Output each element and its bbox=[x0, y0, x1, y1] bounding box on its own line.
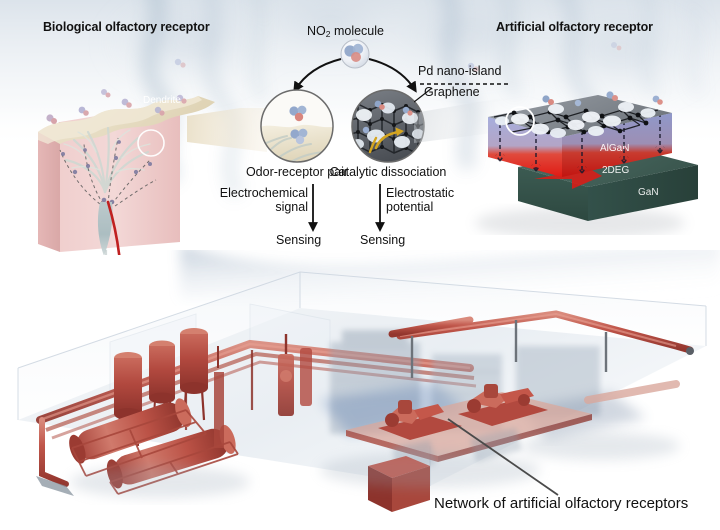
left-sensing-label: Sensing bbox=[276, 233, 322, 247]
magnifier-wedge-left bbox=[187, 108, 267, 152]
artificial-panel-title: Artificial olfactory receptor bbox=[496, 20, 653, 34]
pathway-arrows bbox=[308, 184, 385, 232]
callout-leader-lines bbox=[414, 83, 510, 103]
no2-label-suffix: molecule bbox=[330, 24, 384, 38]
biological-panel-title: Biological olfactory receptor bbox=[43, 20, 210, 34]
magnifier-molecule-upper bbox=[289, 105, 307, 122]
pump-unit-1 bbox=[378, 400, 462, 440]
graphene-pd-surface bbox=[488, 91, 672, 138]
left-mechanism-line2: signal bbox=[275, 200, 308, 214]
left-mechanism-label: Electrochemical signal bbox=[200, 186, 308, 214]
magnifier-wedge-right bbox=[414, 97, 508, 143]
network-caption: Network of artificial olfactory receptor… bbox=[434, 495, 689, 512]
axon-signal-arrow bbox=[106, 200, 121, 255]
twodeg-layer-label: 2DEG bbox=[602, 165, 629, 176]
pd-nano-island-label: Pd nano-island bbox=[418, 64, 502, 78]
graphene-highlight-circle bbox=[505, 106, 535, 136]
right-sensing-label: Sensing bbox=[360, 233, 406, 247]
dendrite-label: Dendrite bbox=[143, 95, 181, 106]
industrial-plant-scene bbox=[17, 250, 720, 512]
right-mechanism-label: Electrostatic potential bbox=[386, 186, 496, 214]
plant-right-platform bbox=[346, 310, 694, 474]
magnifier-molecule-lower bbox=[290, 128, 308, 145]
right-mechanism-line2: potential bbox=[386, 200, 434, 214]
biological-tissue-block bbox=[38, 89, 215, 255]
catalytic-dissociation-label: Catalytic dissociation bbox=[329, 165, 447, 179]
dendrite-highlight-circle bbox=[137, 129, 165, 157]
plant-mid-reactor bbox=[214, 334, 312, 448]
algan-layer-label: AlGaN bbox=[600, 143, 629, 154]
no2-label-prefix: NO bbox=[307, 24, 326, 38]
magnifier-odor-receptor-pair bbox=[260, 89, 334, 163]
caption-leader-line bbox=[447, 418, 559, 496]
magnifier-catalytic-dissociation bbox=[351, 89, 425, 163]
gan-layer-label: GaN bbox=[638, 187, 659, 198]
no2-molecule-label: NO2 molecule bbox=[307, 24, 384, 39]
vapor-background bbox=[0, 0, 720, 199]
artificial-device-stack: GaN AlGaN 2DEG bbox=[475, 91, 698, 235]
no2-label-subscript: 2 bbox=[325, 29, 331, 39]
odor-receptor-pair-label: Odor-receptor pair bbox=[245, 165, 349, 179]
right-mechanism-line1: Electrostatic bbox=[386, 186, 455, 200]
field-lines bbox=[495, 113, 665, 174]
graphene-label: Graphene bbox=[424, 85, 480, 99]
molecule-branch-arrows bbox=[293, 39, 417, 93]
left-mechanism-line1: Electrochemical bbox=[219, 186, 308, 200]
pump-unit-2 bbox=[458, 384, 548, 426]
